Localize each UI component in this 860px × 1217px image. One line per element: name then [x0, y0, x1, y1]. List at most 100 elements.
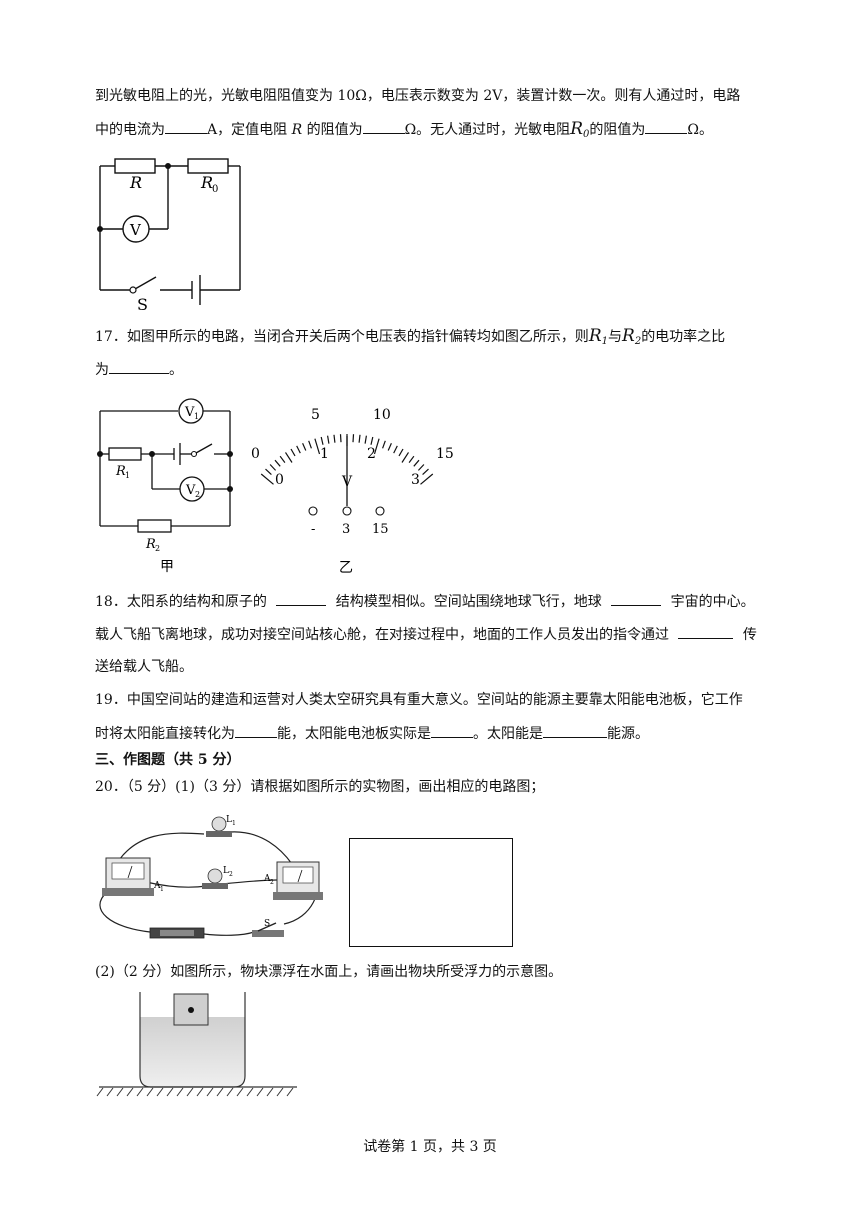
q17-symbol-r2-sub: 2 [634, 336, 642, 347]
fig-label-a1: A [153, 881, 161, 891]
meter-tick [387, 442, 392, 451]
ground-hatch [236, 1087, 244, 1097]
meter-tick [417, 464, 425, 471]
q16-blank-resistance-r0[interactable] [645, 119, 688, 134]
bulb-l1-icon [211, 816, 227, 832]
q17-symbol-r1-sub: 1 [601, 336, 608, 347]
fig-label-r1: R [115, 464, 126, 479]
fig-label-v: V [129, 221, 142, 239]
meter-tick [401, 452, 410, 463]
terminal-15 [375, 506, 385, 516]
q20-line-1: 20．（5 分）(1)（3 分）请根据如图所示的实物图，画出相应的电路图； [95, 777, 785, 797]
q17-blank-power-ratio[interactable] [109, 359, 169, 374]
terminal-label-negative: - [311, 522, 315, 537]
terminal-3 [342, 506, 352, 516]
meter-label-2: 2 [367, 446, 376, 462]
bulb-l2-icon [207, 868, 223, 884]
fig-label-s2: S [264, 919, 270, 929]
section-3-title-text: 三、作图题（共 5 分） [95, 752, 241, 768]
fig-label-l2-sub: 2 [229, 871, 233, 878]
q18-blank-2[interactable] [611, 591, 662, 606]
q17-circuit-diagram: V 1 V 2 R 1 R 2 甲 [97, 398, 233, 575]
q18-blank-3[interactable] [678, 624, 734, 639]
meter-label-1: 1 [320, 446, 329, 462]
meter-label-3: 3 [411, 472, 420, 488]
meter-tick [274, 459, 281, 467]
fig-label-l1-sub: 1 [232, 820, 236, 827]
meter-tick [296, 445, 301, 454]
ground-hatch [276, 1087, 284, 1097]
q20-text-1: 20．（5 分）(1)（3 分）请根据如图所示的实物图，画出相应的电路图； [95, 779, 545, 795]
ground-hatch [156, 1087, 164, 1097]
q20-text-2: (2)（2 分）如图所示，物块漂浮在水面上，请画出物块所受浮力的示意图。 [95, 964, 563, 980]
ground-hatch [266, 1087, 274, 1097]
ground-hatch [96, 1087, 104, 1097]
meter-tick [422, 468, 429, 476]
q16-line-1: 到光敏电阻上的光，光敏电阻阻值变为 10Ω，电压表示数变为 2V，装置计数一次。… [95, 86, 785, 106]
water-region [140, 1017, 245, 1087]
meter-tick [352, 434, 355, 443]
meter-tick [358, 434, 361, 443]
ground-hatch [216, 1087, 224, 1097]
q17-text-1b: 的电功率之比 [641, 329, 726, 345]
q19-text-2b: 能，太阳能电池板实际是 [277, 726, 431, 742]
meter-tick [333, 434, 336, 443]
meter-tick [320, 436, 324, 445]
ground-hatch [146, 1087, 154, 1097]
q16-text-2e: 的阻值为 [589, 122, 646, 138]
q16-symbol-r0: R [570, 119, 583, 139]
ground-hatch [106, 1087, 114, 1097]
fig-label-r0: R [200, 173, 213, 192]
q18-blank-1[interactable] [276, 591, 327, 606]
q17-text-2b: 。 [169, 362, 183, 378]
ground-hatch [256, 1087, 264, 1097]
meter-tick [290, 448, 296, 457]
ground-hatch [176, 1087, 184, 1097]
q19-blank-1[interactable] [235, 723, 277, 738]
fig-label-a2: A [263, 874, 271, 884]
resistor-r [114, 158, 156, 174]
q17-voltmeter-dial: 5 10 15 0 0 1 2 3 V - 3 15 乙 [251, 407, 454, 576]
terminal-label-15: 15 [372, 522, 389, 537]
meter-tick [308, 440, 312, 449]
q16-symbol-r: R [291, 122, 303, 138]
switch-s-icon [252, 930, 284, 937]
q19-blank-2[interactable] [431, 723, 473, 738]
q17-symbol-r2: R [622, 326, 635, 346]
meter-tick [408, 455, 415, 463]
meter-label-0-lower: 0 [275, 472, 284, 488]
page-footer-text: 试卷第 1 页，共 3 页 [363, 1139, 497, 1155]
section-3-title: 三、作图题（共 5 分） [95, 750, 785, 770]
fig-label-l1: L [226, 815, 232, 825]
q16-blank-current[interactable] [165, 119, 207, 134]
q16-blank-resistance-r[interactable] [362, 119, 405, 134]
ground-hatch [116, 1087, 124, 1097]
q19-text-2d: 能源。 [607, 726, 649, 742]
switch-icon [134, 276, 157, 290]
ground-hatch [126, 1087, 134, 1097]
q16-circuit-diagram: R R 0 V S [97, 158, 241, 314]
meter-label-5: 5 [311, 407, 320, 423]
q19-line-2: 时将太阳能直接转化为能，太阳能电池板实际是。太阳能是能源。 [95, 723, 785, 744]
fig-label-l2: L [223, 866, 229, 876]
answer-drawing-box[interactable] [349, 838, 513, 947]
meter-tick [339, 434, 342, 443]
ground-hatch [196, 1087, 204, 1097]
fig-label-jia: 甲 [160, 559, 174, 575]
fig-label-yi: 乙 [339, 560, 353, 576]
meter-tick [260, 473, 274, 485]
q16-text-2b: A，定值电阻 [207, 122, 288, 138]
meter-tick [382, 440, 386, 449]
fig-label-v1-sub: 1 [194, 412, 199, 421]
meter-tick [364, 435, 367, 444]
q20-line-2: (2)（2 分）如图所示，物块漂浮在水面上，请画出物块所受浮力的示意图。 [95, 962, 785, 982]
meter-tick [314, 438, 321, 455]
q18-line-3: 送给载人飞船。 [95, 657, 785, 677]
q19-text-2c: 。太阳能是 [473, 726, 543, 742]
q19-line-1: 19．中国空间站的建造和运营对人类太空研究具有重大意义。空间站的能源主要靠太阳能… [95, 690, 785, 710]
q16-symbol-r0-sub: 0 [583, 129, 590, 140]
ground-hatch [246, 1087, 254, 1097]
q19-blank-3[interactable] [543, 723, 607, 738]
meter-tick [413, 459, 420, 467]
fig-label-r1-sub: 1 [125, 471, 130, 480]
